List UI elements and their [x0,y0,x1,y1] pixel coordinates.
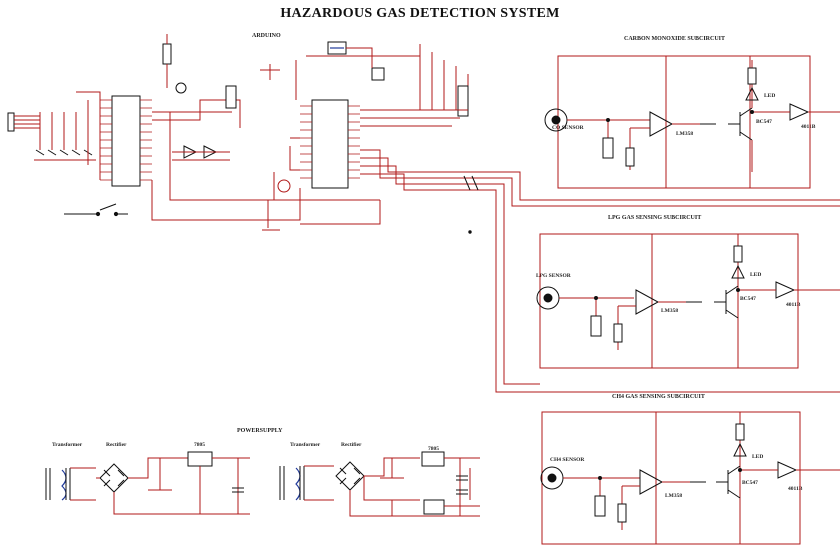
regulator-label-2: 7805 [428,446,439,452]
lpg-subcircuit-title: LPG GAS SENSING SUBCIRCUIT [608,215,702,221]
lpg-buzzer-label: 4011B [786,302,801,308]
transformer-label-1: Transformer [52,442,83,448]
regulator-2b [423,499,445,515]
co-resistor-1 [602,137,614,159]
ch4-opamp-label: LM358 [665,493,683,499]
rectifier-2-symbol [335,461,365,491]
power-supply-2 [279,451,480,517]
lcd-connector [457,85,469,117]
transformer-2-symbol [295,467,301,501]
ch4-subcircuit-title: CH4 GAS SENSING SUBCIRCUIT [612,394,705,400]
lpg-resistor-2 [613,323,623,343]
input-connector [7,112,15,132]
arduino-label: ARDUINO [252,33,281,39]
lpg-subcircuit [536,233,840,369]
junction-dots [468,110,754,480]
transformer-1-symbol [61,469,67,501]
lpg-transistor-label: BC547 [740,296,756,302]
co-resistor-3 [747,67,757,85]
crystal [162,43,172,65]
ch4-buzzer-label: 4011B [788,486,803,492]
ch4-sensor-label: CH4 SENSOR [550,457,585,463]
ch4-opamp-symbol [639,469,664,495]
co-sensor-label: CO SENSOR [552,125,584,131]
lpg-resistor-3 [733,245,743,263]
co-opamp-symbol [649,111,674,137]
diagram-title: HAZARDOUS GAS DETECTION SYSTEM [280,6,560,21]
transformer-label-2: Transformer [290,442,321,448]
lpg-opamp-symbol [635,289,660,315]
co-subcircuit [544,55,840,189]
regulator-2a [421,451,445,467]
ch4-resistor-2 [617,503,627,523]
ch4-resistor-3 [735,423,745,441]
ic-left [111,95,141,187]
power-supply-title: POWERSUPPLY [237,428,283,434]
co-buzzer-symbol [789,103,810,121]
atmega-mcu [311,99,349,189]
rectifier-1-symbol [99,463,129,493]
co-led-label: LED [764,93,776,99]
regulator-label-1: 7805 [194,442,205,448]
co-buzzer-label: 4011B [801,124,816,130]
reset-button [371,67,385,81]
ch4-led-label: LED [752,454,764,460]
rectifier-label-2: Rectifier [341,442,362,448]
power-supply-1 [45,451,250,515]
lpg-buzzer-symbol [775,281,796,299]
lpg-sensor-label: LPG SENSOR [536,273,571,279]
arduino-section [7,34,840,393]
ch4-subcircuit [540,411,840,545]
co-resistor-2 [625,147,635,167]
rectifier-label-1: Rectifier [106,442,127,448]
ch4-transistor-label: BC547 [742,480,758,486]
resistor-r1 [225,85,237,109]
ch4-resistor-1 [594,495,606,517]
co-opamp-label: LM358 [676,131,694,137]
lpg-resistor-1 [590,315,602,337]
ch4-buzzer-symbol [777,461,798,479]
co-subcircuit-title: CARBON MONOXIDE SUBCIRCUIT [624,36,726,42]
co-transistor-label: BC547 [756,119,772,125]
regulator-1 [187,451,213,467]
lpg-led-label: LED [750,272,762,278]
lpg-opamp-label: LM358 [661,308,679,314]
